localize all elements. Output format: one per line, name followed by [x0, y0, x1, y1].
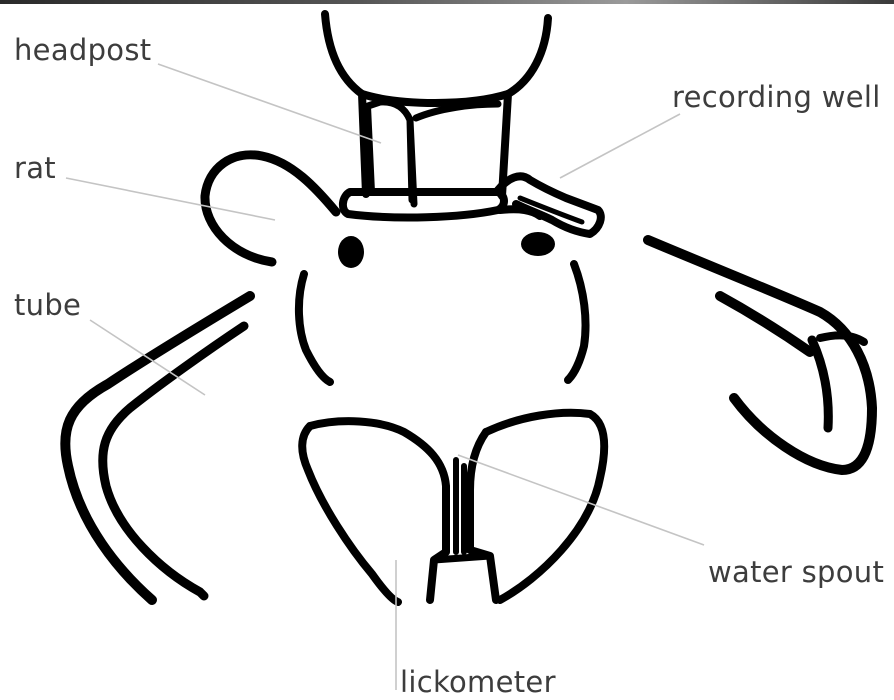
recording-well-label: recording well — [672, 80, 881, 114]
headpost-label: headpost — [14, 33, 151, 67]
left-eye — [338, 236, 364, 268]
tube-drawing — [65, 296, 250, 600]
water-spout-label: water spout — [708, 555, 884, 589]
lickometer-drawing — [648, 240, 872, 470]
water-spout-leader — [458, 455, 704, 545]
lickometer-label: lickometer — [400, 665, 556, 699]
tube-label: tube — [14, 288, 81, 322]
recording-well-leader — [560, 114, 680, 178]
headpost-drawing — [325, 14, 548, 217]
rat-label: rat — [14, 151, 56, 185]
right-eye — [521, 232, 555, 256]
water-spout-drawing — [456, 460, 464, 552]
recording-well-drawing — [498, 176, 601, 234]
rat-drawing — [205, 155, 604, 602]
rat-leader — [66, 178, 275, 220]
